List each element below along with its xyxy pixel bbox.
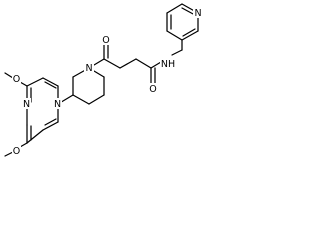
molecule-diagram: O O N N N O NH O N (4, 3, 203, 157)
atom-label-piperidine-nitrogen: N (85, 63, 92, 74)
bond (171, 49, 183, 56)
bond (135, 58, 152, 69)
bond (44, 81, 57, 89)
bond (119, 58, 137, 69)
atom-label-ketone-oxygen: O (102, 35, 109, 46)
bond (26, 129, 44, 144)
bond (166, 3, 183, 14)
bond (181, 30, 199, 41)
atom-label-amide-oxygen: O (149, 84, 156, 95)
bond (103, 58, 121, 69)
atom-label-amide-nh: NH (161, 59, 175, 70)
bond (72, 94, 90, 105)
bond (42, 77, 59, 87)
bond (26, 77, 44, 87)
bond (44, 118, 57, 126)
bond (181, 7, 196, 16)
atom-label-methoxy-oxygen-top: O (13, 74, 20, 85)
atom-label-pyridine-nitrogen: N (194, 8, 201, 19)
bond (19, 142, 28, 148)
atom-label-methoxy-oxygen-bottom: O (13, 146, 20, 157)
bond (182, 28, 196, 37)
bond (42, 121, 59, 131)
bond (4, 151, 14, 157)
atom-labels: O O N N N O NH O N (12, 7, 203, 157)
bond (4, 72, 14, 79)
atom-label-pyrimidine-nitrogen-2: N (23, 99, 30, 110)
structure-canvas: O O N N N O NH O N (0, 0, 208, 160)
bond (166, 30, 183, 41)
bond-lines (4, 3, 199, 157)
bond (19, 81, 28, 87)
bond (88, 94, 105, 105)
atom-label-pyrimidine-nitrogen-1: N (54, 99, 61, 110)
